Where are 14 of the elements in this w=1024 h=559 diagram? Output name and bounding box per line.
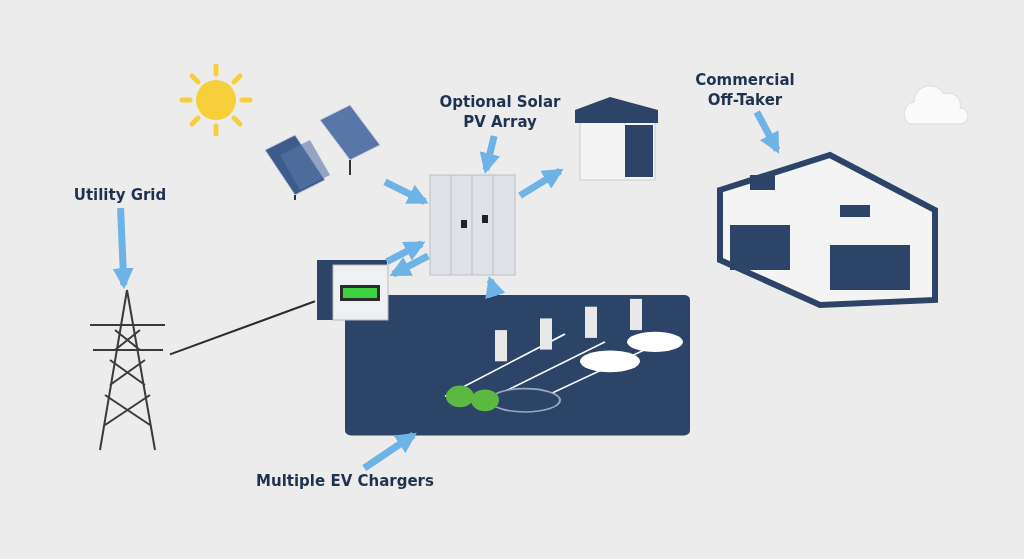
callout-label: Commercial Off-Taker [694,70,796,110]
callout-label: Multiple EV Chargers [256,471,434,491]
arrow [112,207,134,290]
arrow [479,135,501,175]
arrow [753,110,781,154]
arrow [383,178,429,205]
arrow [362,432,417,471]
power-line [169,300,316,356]
arrow [389,252,430,278]
arrow [385,240,426,265]
callout-label: Optional Solar PV Array [438,92,562,132]
callout-label: Utility Grid [73,185,167,205]
arrow [485,276,506,300]
arrow [518,167,564,199]
